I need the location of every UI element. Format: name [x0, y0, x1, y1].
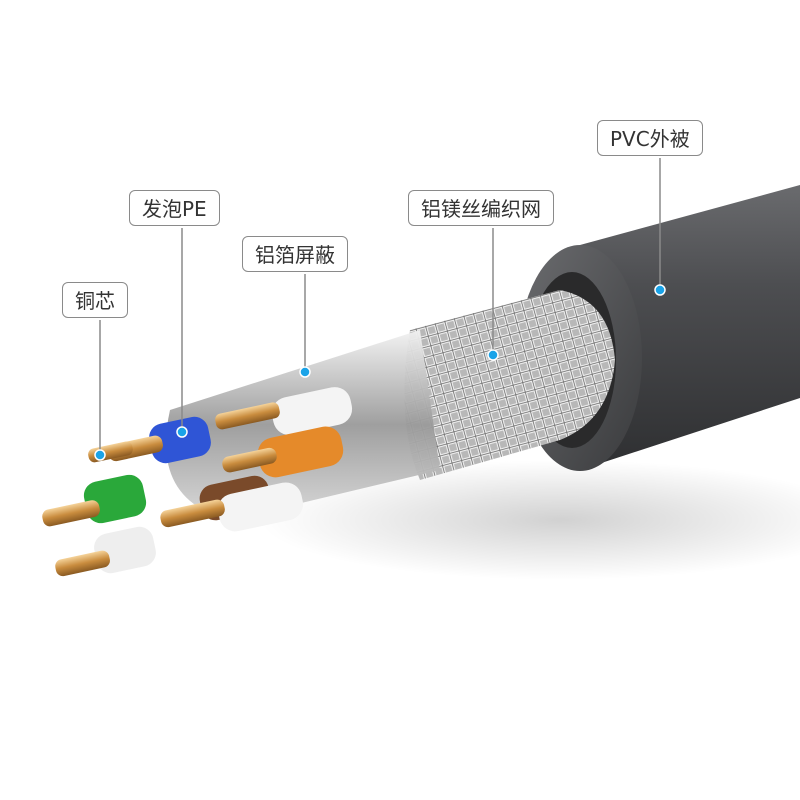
- label-braid: 铝镁丝编织网: [408, 190, 554, 226]
- twisted-pairs: [42, 387, 353, 577]
- foil-pointer-dot: [299, 366, 311, 378]
- floor-shadow: [260, 460, 800, 580]
- label-pvc-jacket: PVC外被: [597, 120, 703, 156]
- label-foam-pe: 发泡PE: [129, 190, 220, 226]
- label-copper-core: 铜芯: [62, 282, 128, 318]
- jacket-pointer-dot: [654, 284, 666, 296]
- foam-pe-pointer-dot: [176, 426, 188, 438]
- pointer-lines: [99, 158, 661, 455]
- copper-pointer-dot: [94, 449, 106, 461]
- aluminum-magnesium-braid: [404, 290, 615, 480]
- braid-pointer-dot: [487, 349, 499, 361]
- label-foil-shield: 铝箔屏蔽: [242, 236, 348, 272]
